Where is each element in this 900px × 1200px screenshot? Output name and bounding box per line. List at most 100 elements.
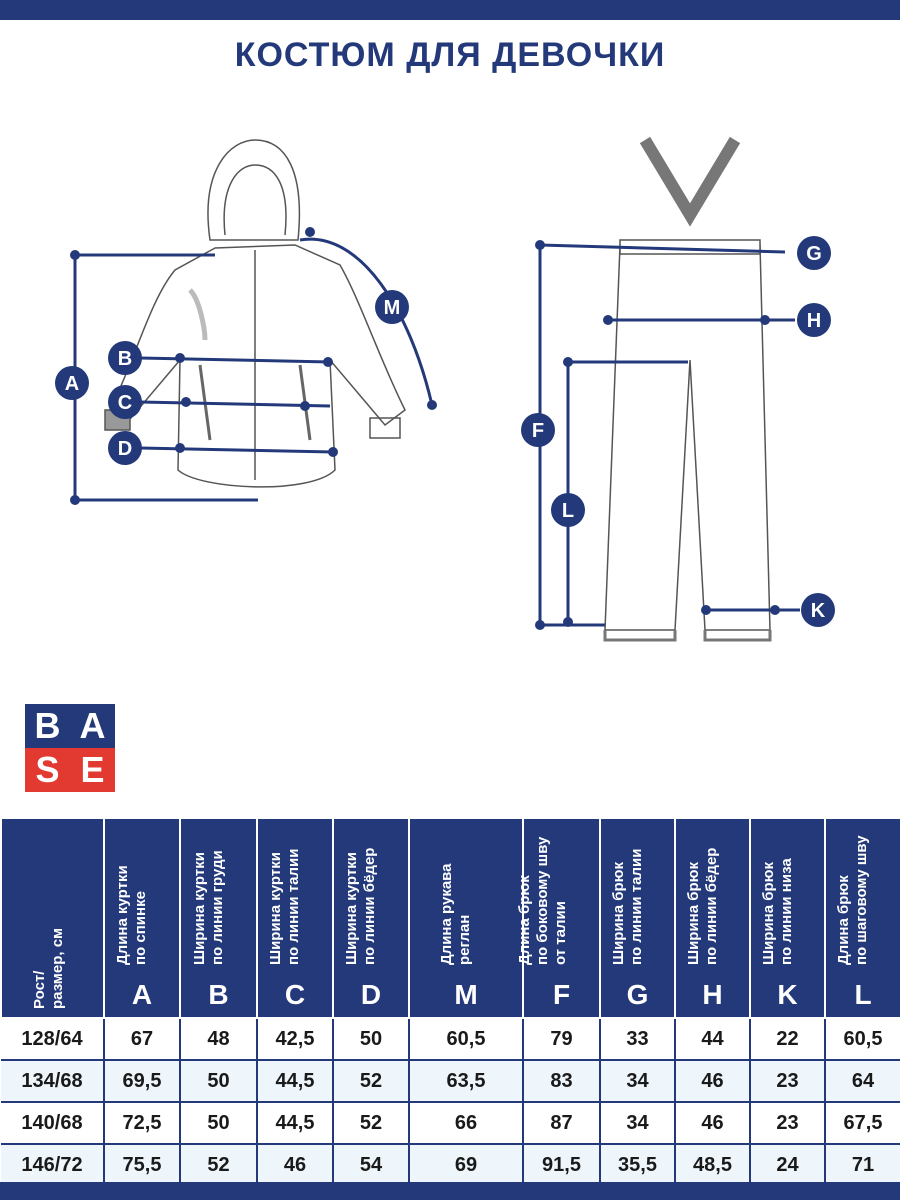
value-cell: 63,5 [409, 1060, 524, 1103]
value-cell: 34 [600, 1060, 676, 1103]
header-letter: C [284, 979, 306, 1010]
header-label: Длина брюк по шаговому шву [835, 835, 870, 965]
label-m: M [384, 297, 401, 319]
label-c: C [118, 392, 132, 414]
header-letter: H [702, 979, 723, 1010]
value-cell: 44,5 [257, 1102, 334, 1145]
value-cell: 52 [333, 1060, 410, 1103]
label-l: L [562, 500, 574, 522]
measure-lines [73, 237, 800, 627]
header-letter: K [777, 979, 798, 1010]
brand-logo: B A S E [25, 704, 115, 792]
header-label: Ширина куртки по линии талии [267, 848, 302, 965]
header-label: Ширина брюк по линии талии [609, 848, 645, 965]
value-cell: 50 [333, 1018, 410, 1061]
header-label: Длина брюк по боковому шву от талии [515, 836, 569, 965]
header-letter: F [552, 979, 571, 1010]
value-cell: 83 [523, 1060, 601, 1103]
value-cell: 87 [523, 1102, 601, 1145]
value-cell: 33 [600, 1018, 676, 1061]
value-cell: 24 [750, 1144, 826, 1187]
value-cell: 48 [180, 1018, 258, 1061]
value-cell: 72,5 [104, 1102, 181, 1145]
bottom-bar [0, 1182, 900, 1200]
pants-outline [603, 136, 772, 642]
size-cell: 140/68 [1, 1102, 105, 1145]
header-size: Рост/ размер, см [0, 817, 105, 1019]
value-cell: 50 [180, 1102, 258, 1145]
value-cell: 54 [333, 1144, 410, 1187]
value-cell: 91,5 [523, 1144, 601, 1187]
header-letter: D [360, 979, 382, 1010]
value-cell: 35,5 [600, 1144, 676, 1187]
logo-letter: B [25, 704, 70, 748]
top-bar [0, 0, 900, 20]
value-cell: 69,5 [104, 1060, 181, 1103]
header-letter: B [208, 979, 229, 1010]
value-cell: 42,5 [257, 1018, 334, 1061]
value-cell: 60,5 [825, 1018, 900, 1061]
value-cell: 75,5 [104, 1144, 181, 1187]
label-a: A [65, 373, 79, 395]
value-cell: 48,5 [675, 1144, 751, 1187]
value-cell: 46 [675, 1102, 751, 1145]
measure-points [70, 227, 780, 630]
size-cell: 128/64 [1, 1018, 105, 1061]
value-cell: 44,5 [257, 1060, 334, 1103]
size-cell: 146/72 [1, 1144, 105, 1187]
value-cell: 50 [180, 1060, 258, 1103]
logo-letter: S [25, 748, 70, 792]
value-cell: 71 [825, 1144, 900, 1187]
label-f: F [532, 420, 544, 442]
value-cell: 67,5 [825, 1102, 900, 1145]
value-cell: 60,5 [409, 1018, 524, 1061]
header-label: Длина куртки по спинке [114, 865, 149, 965]
value-cell: 67 [104, 1018, 181, 1061]
label-d: D [118, 438, 132, 460]
header-letter: G [626, 979, 649, 1010]
value-cell: 79 [523, 1018, 601, 1061]
header-size-label: Рост/ размер, см [30, 927, 66, 1009]
label-a-badge [55, 366, 89, 400]
value-cell: 22 [750, 1018, 826, 1061]
value-cell: 23 [750, 1060, 826, 1103]
size-cell: 134/68 [1, 1060, 105, 1103]
header-label: Ширина куртки по линии груди [190, 850, 226, 965]
measure-labels: A B C D M G H F L K [55, 236, 835, 627]
value-cell: 69 [409, 1144, 524, 1187]
logo-letter: A [70, 704, 115, 748]
logo-letter: E [70, 748, 115, 792]
header-letter: A [131, 979, 153, 1010]
value-cell: 34 [600, 1102, 676, 1145]
jacket-outline [104, 139, 406, 488]
header-label: Ширина брюк по линии бёдер [684, 847, 720, 965]
value-cell: 52 [333, 1102, 410, 1145]
header-letter: L [854, 979, 872, 1010]
value-cell: 52 [180, 1144, 258, 1187]
page-title: КОСТЮМ ДЛЯ ДЕВОЧКИ [234, 36, 666, 74]
value-cell: 23 [750, 1102, 826, 1145]
label-k: K [811, 600, 826, 622]
value-cell: 46 [257, 1144, 334, 1187]
header-label: Ширина куртки по линии бёдер [343, 847, 378, 965]
label-h: H [807, 310, 821, 332]
label-b: B [118, 348, 132, 370]
header-label: Ширина брюк по линии низа [759, 858, 795, 965]
header-label: Длина рукава реглан [438, 863, 473, 965]
value-cell: 46 [675, 1060, 751, 1103]
garment-diagram: A B C D M G H F L K [55, 136, 835, 642]
